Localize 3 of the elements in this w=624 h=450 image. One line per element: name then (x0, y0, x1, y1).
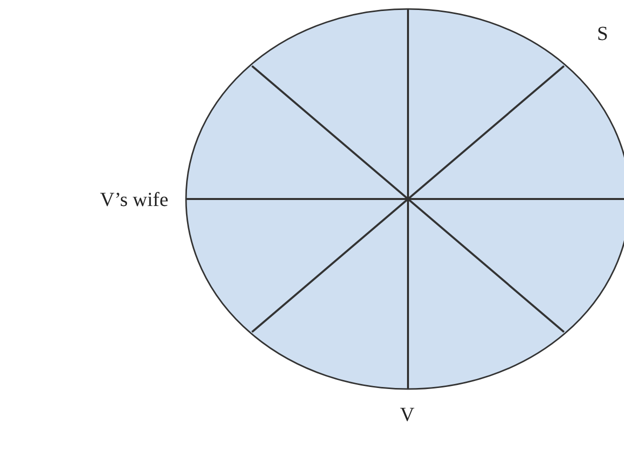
seat-label: S (597, 24, 608, 44)
seat-label: V (400, 405, 414, 425)
seat-label: V’s wife (100, 190, 168, 210)
